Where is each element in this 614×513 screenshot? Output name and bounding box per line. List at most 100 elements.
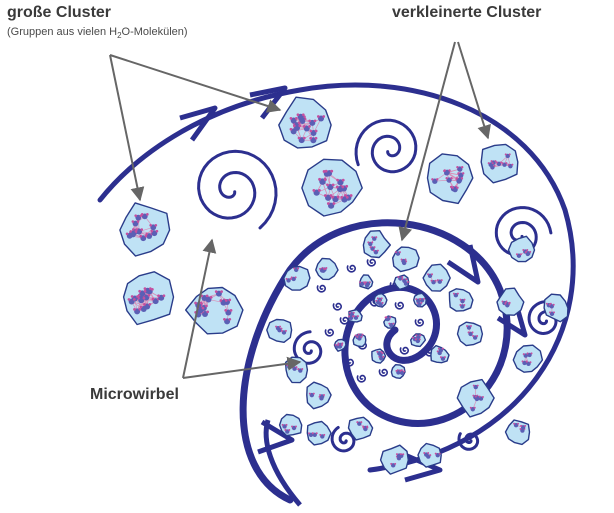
hydrogen-atom [418, 338, 421, 341]
hydrogen-atom [522, 353, 525, 356]
hydrogen-atom [397, 275, 400, 278]
hydrogen-atom [507, 163, 510, 166]
hydrogen-atom [505, 162, 508, 165]
hydrogen-atom [214, 290, 218, 293]
hydrogen-atom [199, 301, 203, 305]
hydrogen-atom [281, 423, 284, 426]
hydrogen-atom [319, 393, 322, 396]
hydrogen-atom [303, 136, 306, 140]
hydrogen-atom [314, 129, 318, 133]
cluster-outline [315, 257, 339, 281]
hydrogen-atom [149, 224, 152, 227]
hydrogen-atom [399, 453, 402, 456]
hydrogen-atom [309, 129, 313, 133]
hydrogen-atom [323, 267, 326, 270]
hydrogen-atom [315, 432, 318, 435]
hydrogen-atom [451, 186, 454, 189]
hydrogen-atom [472, 384, 475, 387]
hydrogen-atom [390, 462, 393, 465]
hydrogen-atom [340, 195, 344, 199]
hydrogen-atom [275, 325, 278, 328]
hydrogen-atom [134, 230, 138, 233]
cluster-outline [278, 96, 332, 149]
hydrogen-atom [427, 452, 430, 454]
hydrogen-atom [388, 322, 391, 325]
hydrogen-atom [511, 163, 514, 166]
water-cluster [306, 420, 332, 446]
hydrogen-atom [371, 236, 374, 239]
hydrogen-atom [430, 279, 433, 282]
cluster-outline [119, 202, 171, 257]
hydrogen-atom [515, 253, 518, 256]
hydrogen-atom [398, 251, 401, 254]
hydrogen-atom [366, 426, 369, 429]
micro-vortex-curl [330, 426, 356, 453]
hydrogen-atom [292, 124, 296, 128]
hydrogen-atom [139, 234, 142, 238]
hydrogen-atom [521, 360, 524, 363]
hydrogen-atom [318, 189, 321, 192]
label-pointer-arrow [398, 41, 456, 242]
hydrogen-atom [439, 356, 442, 359]
hydrogen-atom [352, 311, 355, 314]
hydrogen-atom [438, 452, 441, 455]
hydrogen-atom [323, 194, 327, 197]
hydrogen-atom [138, 307, 142, 311]
hydrogen-atom [362, 426, 365, 429]
hydrogen-atom [443, 356, 446, 359]
hydrogen-atom [319, 433, 322, 436]
hydrogen-atom [437, 347, 440, 350]
water-cluster [379, 444, 409, 475]
water-cluster [278, 96, 332, 149]
note-subscript: 2 [117, 31, 122, 41]
hydrogen-atom [499, 161, 502, 164]
hydrogen-atom [434, 452, 437, 455]
hydrogen-atom [549, 311, 552, 314]
tiny-vortex-curl [344, 358, 355, 367]
hydrogen-atom [131, 220, 135, 223]
hydrogen-atom [323, 177, 327, 181]
hydrogen-atom [297, 367, 300, 370]
hydrogen-atom [324, 169, 328, 173]
hydrogen-atom [473, 406, 476, 409]
hydrogen-atom [463, 298, 466, 301]
cluster-outline [507, 235, 536, 263]
hydrogen-atom [301, 367, 304, 370]
hydrogen-atom [368, 281, 371, 284]
hydrogen-atom [394, 462, 397, 465]
hydrogen-atom [367, 241, 370, 244]
hydrogen-atom [376, 350, 379, 353]
hydrogen-atom [400, 369, 403, 372]
hydrogen-atom [125, 232, 129, 236]
hydrogen-atom [481, 396, 484, 399]
hydrogen-atom [143, 289, 147, 293]
water-cluster [413, 292, 427, 308]
hydrogen-atom [129, 230, 133, 233]
water-cluster [417, 442, 442, 468]
hydrogen-atom [132, 298, 136, 301]
flow-arrowhead [179, 105, 218, 142]
hydrogen-atom [326, 183, 329, 187]
hydrogen-atom [201, 306, 205, 310]
hydrogen-atom [456, 166, 459, 169]
hydrogen-atom [295, 425, 297, 428]
water-cluster [426, 153, 474, 205]
hydrogen-atom [311, 432, 314, 435]
hydrogen-atom [376, 249, 379, 252]
hydrogen-atom [476, 384, 479, 387]
label-pointer-arrow [109, 54, 282, 113]
hydrogen-atom [379, 299, 382, 302]
label-pointer-arrow [182, 356, 302, 379]
hydrogen-atom [323, 393, 325, 396]
hydrogen-atom [504, 153, 507, 156]
hydrogen-atom [322, 170, 326, 173]
hydrogen-atom [285, 423, 288, 426]
hydrogen-atom [353, 315, 355, 318]
hydrogen-atom [364, 281, 367, 284]
label-large-clusters: große Cluster [7, 4, 112, 21]
hydrogen-atom [209, 296, 213, 299]
hydrogen-atom [423, 297, 426, 300]
hydrogen-atom [501, 162, 504, 165]
hydrogen-atom [288, 428, 291, 431]
